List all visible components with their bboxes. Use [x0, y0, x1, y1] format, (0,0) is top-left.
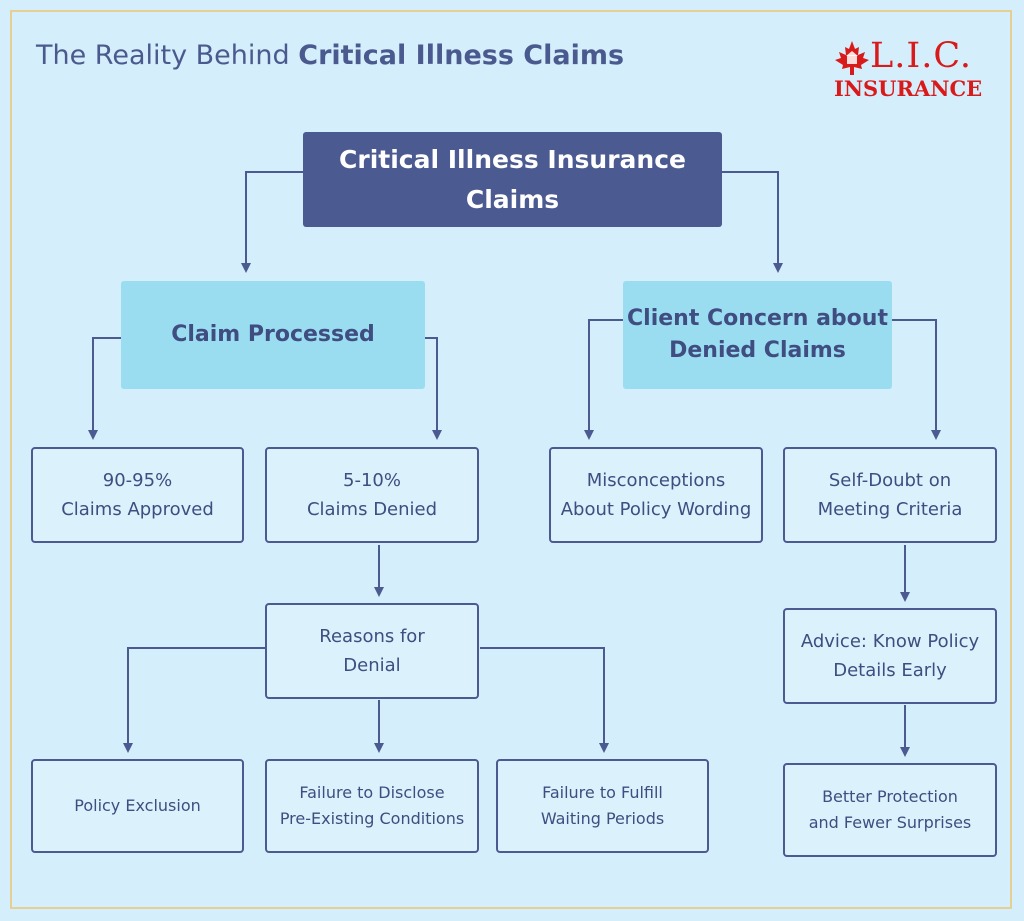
node-misconceptions: Misconceptions About Policy Wording — [549, 447, 763, 543]
node-claims-approved: 90-95% Claims Approved — [31, 447, 244, 543]
node-label: Failure to Fulfill Waiting Periods — [540, 783, 665, 828]
node-label: Policy Exclusion — [74, 796, 201, 815]
node-reasons-for-denial: Reasons for Denial — [265, 603, 479, 699]
node-label: Claim Processed — [171, 322, 375, 347]
node-claim-processed: Claim Processed — [121, 281, 425, 389]
connector-reasons-to-exclusion — [123, 647, 265, 753]
node-label: Failure to Disclose Pre-Existing Conditi… — [279, 783, 465, 828]
title-light: The Reality Behind — [36, 40, 299, 71]
node-better-protection: Better Protection and Fewer Surprises — [783, 763, 997, 857]
connector-processed-to-denied — [425, 337, 442, 440]
connector-concern-to-selfdoubt — [892, 319, 941, 440]
logo-text-insurance: INSURANCE — [834, 76, 983, 101]
node-label: Advice: Know Policy Details Early — [800, 631, 980, 681]
node-label: Misconceptions About Policy Wording — [560, 470, 752, 520]
node-self-doubt: Self-Doubt on Meeting Criteria — [783, 447, 997, 543]
node-label: 90-95% Claims Approved — [61, 470, 214, 520]
logo-text-lic: L.I.C. — [870, 36, 972, 76]
node-label: Self-Doubt on Meeting Criteria — [817, 470, 963, 520]
node-claims-denied: 5-10% Claims Denied — [265, 447, 479, 543]
node-advice: Advice: Know Policy Details Early — [783, 608, 997, 704]
title-bold: Critical Illness Claims — [298, 40, 625, 71]
connector-reasons-to-waiting — [480, 647, 609, 753]
connector-concern-to-misconceptions — [584, 319, 623, 440]
connector-processed-to-approved — [88, 337, 121, 440]
maple-leaf-icon — [835, 41, 869, 75]
node-label: 5-10% Claims Denied — [306, 470, 438, 520]
node-failure-to-disclose: Failure to Disclose Pre-Existing Conditi… — [265, 759, 479, 853]
node-label: Critical Illness Insurance Claims — [339, 144, 686, 214]
node-policy-exclusion: Policy Exclusion — [31, 759, 244, 853]
connector-root-to-concern — [722, 171, 783, 273]
node-client-concern: Client Concern about Denied Claims — [623, 281, 892, 389]
node-label: Client Concern about Denied Claims — [627, 306, 888, 363]
node-failure-waiting-periods: Failure to Fulfill Waiting Periods — [496, 759, 709, 853]
node-critical-illness-claims: Critical Illness Insurance Claims — [303, 132, 722, 227]
node-label: Better Protection and Fewer Surprises — [808, 787, 972, 832]
page-title: The Reality Behind Critical Illness Clai… — [36, 40, 624, 71]
node-label: Reasons for Denial — [319, 626, 425, 676]
connector-root-to-processed — [241, 171, 303, 273]
company-logo: L.I.C. INSURANCE — [834, 36, 984, 101]
page-border — [10, 10, 1012, 909]
